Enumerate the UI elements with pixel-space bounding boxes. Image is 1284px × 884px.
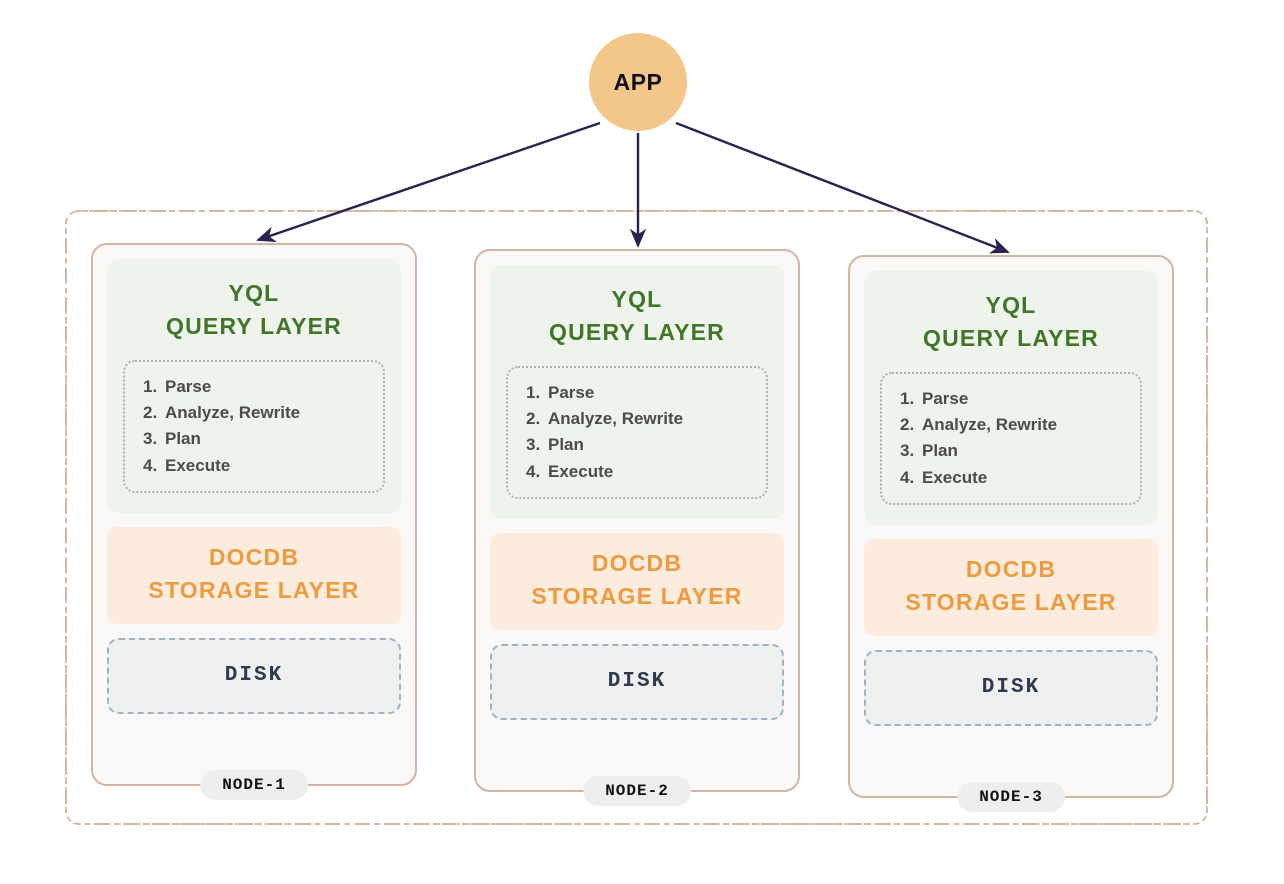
node-card-3[interactable]: YQL QUERY LAYER 1. Parse 2. Analyze, Rew… — [848, 255, 1174, 812]
step-label: Parse — [548, 382, 595, 402]
list-item: 1. Parse — [520, 380, 756, 406]
app-node[interactable]: APP — [589, 33, 687, 131]
yql-query-layer-3: YQL QUERY LAYER 1. Parse 2. Analyze, Rew… — [864, 271, 1158, 526]
yql-steps-list-3: 1. Parse 2. Analyze, Rewrite 3. Plan 4. … — [894, 386, 1130, 491]
list-item: 4. Execute — [894, 465, 1130, 491]
docdb-title-1: DOCDB STORAGE LAYER — [148, 544, 360, 604]
step-number: 3. — [526, 435, 541, 455]
list-item: 2. Analyze, Rewrite — [894, 412, 1130, 438]
yql-steps-box-2: 1. Parse 2. Analyze, Rewrite 3. Plan 4. … — [506, 365, 768, 500]
list-item: 3. Plan — [520, 432, 756, 458]
docdb-storage-layer-2: DOCDB STORAGE LAYER — [490, 533, 784, 630]
step-number: 1. — [143, 376, 158, 396]
step-number: 1. — [900, 388, 915, 408]
yql-title-3: YQL QUERY LAYER — [923, 292, 1099, 352]
node-badge-2: NODE-2 — [583, 776, 691, 806]
yql-title-2: YQL QUERY LAYER — [549, 286, 725, 346]
yql-steps-box-3: 1. Parse 2. Analyze, Rewrite 3. Plan 4. … — [880, 371, 1142, 506]
docdb-title-3: DOCDB STORAGE LAYER — [905, 556, 1117, 616]
disk-label-2: DISK — [607, 670, 667, 694]
disk-block-1: DISK — [107, 637, 401, 714]
node-card-2[interactable]: YQL QUERY LAYER 1. Parse 2. Analyze, Rew… — [474, 249, 800, 806]
disk-block-3: DISK — [864, 649, 1158, 726]
list-item: 1. Parse — [137, 374, 373, 400]
yql-steps-list-1: 1. Parse 2. Analyze, Rewrite 3. Plan 4. … — [137, 374, 373, 479]
docdb-storage-layer-1: DOCDB STORAGE LAYER — [107, 527, 401, 624]
step-label: Analyze, Rewrite — [165, 403, 301, 423]
step-number: 4. — [526, 461, 541, 481]
step-number: 2. — [900, 415, 915, 435]
list-item: 2. Analyze, Rewrite — [520, 406, 756, 432]
node-card-1[interactable]: YQL QUERY LAYER 1. Parse 2. Analyze, Rew… — [91, 243, 417, 800]
step-label: Parse — [165, 376, 212, 396]
node-badge-3: NODE-3 — [957, 782, 1065, 812]
step-label: Analyze, Rewrite — [548, 409, 684, 429]
app-node-label: APP — [613, 68, 663, 95]
node-badge-1: NODE-1 — [200, 770, 308, 800]
step-label: Plan — [548, 435, 584, 455]
list-item: 4. Execute — [520, 459, 756, 485]
step-number: 3. — [900, 441, 915, 461]
yql-query-layer-1: YQL QUERY LAYER 1. Parse 2. Analyze, Rew… — [107, 259, 401, 514]
disk-block-2: DISK — [490, 643, 784, 720]
yql-steps-box-1: 1. Parse 2. Analyze, Rewrite 3. Plan 4. … — [123, 359, 385, 494]
disk-label-1: DISK — [224, 664, 284, 688]
step-label: Plan — [922, 441, 958, 461]
docdb-storage-layer-3: DOCDB STORAGE LAYER — [864, 539, 1158, 636]
yql-title-1: YQL QUERY LAYER — [166, 280, 342, 340]
step-label: Parse — [922, 388, 969, 408]
step-label: Execute — [548, 461, 614, 481]
step-number: 1. — [526, 382, 541, 402]
step-label: Analyze, Rewrite — [922, 415, 1058, 435]
disk-label-3: DISK — [981, 676, 1041, 700]
step-label: Execute — [165, 455, 231, 475]
yql-query-layer-2: YQL QUERY LAYER 1. Parse 2. Analyze, Rew… — [490, 265, 784, 520]
yql-steps-list-2: 1. Parse 2. Analyze, Rewrite 3. Plan 4. … — [520, 380, 756, 485]
list-item: 3. Plan — [137, 426, 373, 452]
step-label: Plan — [165, 429, 201, 449]
list-item: 1. Parse — [894, 386, 1130, 412]
step-number: 2. — [526, 409, 541, 429]
step-number: 2. — [143, 403, 158, 423]
step-label: Execute — [922, 467, 988, 487]
step-number: 4. — [900, 467, 915, 487]
step-number: 3. — [143, 429, 158, 449]
list-item: 3. Plan — [894, 438, 1130, 464]
docdb-title-2: DOCDB STORAGE LAYER — [531, 550, 743, 610]
list-item: 2. Analyze, Rewrite — [137, 400, 373, 426]
step-number: 4. — [143, 455, 158, 475]
list-item: 4. Execute — [137, 453, 373, 479]
